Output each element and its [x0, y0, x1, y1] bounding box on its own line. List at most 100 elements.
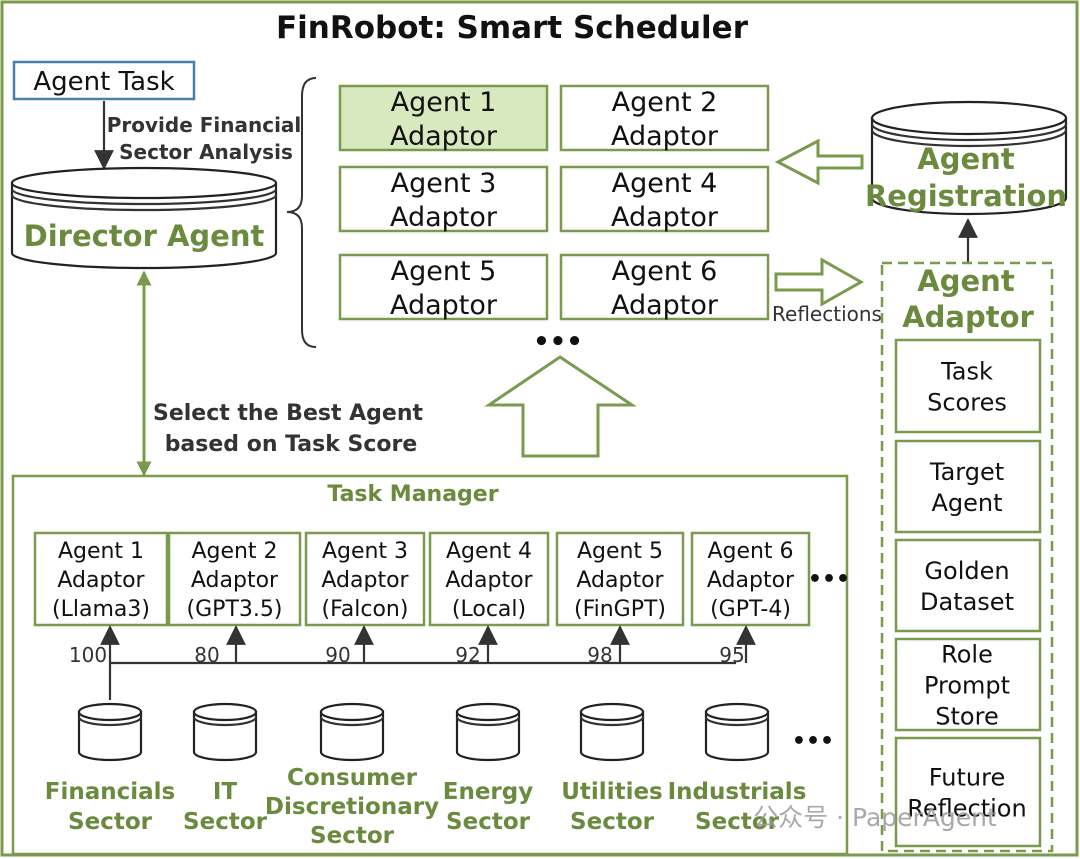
adaptor-grid-ellipsis: ••• [533, 327, 583, 357]
task-agent-line2: Adaptor [57, 568, 145, 593]
agent-score: 92 [455, 643, 480, 667]
adaptor-card [559, 84, 770, 152]
panel-item-text: Dataset [920, 588, 1014, 616]
select-label-line2: based on Task Score [165, 432, 418, 457]
panel-item-text: Store [935, 703, 998, 731]
agent-task-box [12, 60, 196, 101]
panel-item-text: Agent [931, 489, 1002, 517]
panel-item-text: Task [940, 358, 993, 386]
panel-item-text: Scores [927, 389, 1007, 417]
panel-item [894, 439, 1042, 534]
adaptor-card-line2: Adaptor [390, 202, 498, 233]
adaptor-card-line1: Agent 3 [391, 168, 497, 199]
provide-label-line1: Provide Financial [107, 113, 302, 137]
sector-db-icon [455, 702, 521, 762]
task-agent-model: (GPT3.5) [187, 597, 283, 622]
agent-score: 98 [587, 643, 612, 667]
sector-label: Utilities [561, 779, 663, 805]
agent-score: 80 [194, 643, 219, 667]
panel-item-text: Role [941, 641, 993, 669]
sector-label: Consumer [287, 765, 418, 791]
sector-label: Industrials [668, 779, 807, 805]
task-agent-line1: Agent 2 [191, 539, 277, 564]
sector-label: Sector [183, 809, 268, 835]
task-agent-model: (Falcon) [322, 597, 409, 622]
adaptor-card-line1: Agent 2 [612, 87, 718, 118]
task-agent-model: (Llama3) [52, 597, 150, 622]
task-agent-line1: Agent 6 [707, 539, 793, 564]
panel-item-text: Target [929, 458, 1004, 486]
adaptor-card-line2: Adaptor [611, 121, 719, 152]
adaptor-card [559, 165, 770, 233]
task-agent-model: (Local) [452, 597, 526, 622]
adaptor-card-line1: Agent 1 [391, 87, 497, 118]
adaptor-card-line1: Agent 5 [391, 256, 497, 287]
task-agent-card [33, 531, 169, 627]
adaptor-card-line1: Agent 4 [612, 168, 718, 199]
panel-item [894, 736, 1042, 848]
task-agent-line1: Agent 1 [58, 539, 144, 564]
task-manager-up-arrow [484, 355, 637, 458]
agent-adaptor-panel-title-2: Adaptor [902, 300, 1034, 334]
task-agent-line2: Adaptor [576, 568, 664, 593]
sector-db-icon [77, 702, 143, 762]
director-agent-label: Director Agent [24, 219, 265, 253]
provide-label-line2: Sector Analysis [119, 140, 293, 164]
registration-to-grid-arrow [774, 138, 864, 186]
task-agent-line1: Agent 4 [446, 539, 532, 564]
adaptor-card-line2: Adaptor [611, 202, 719, 233]
task-agent-card [690, 531, 811, 627]
panel-item-text: Future [929, 764, 1005, 792]
sector-label: Financials [45, 779, 175, 805]
adaptor-card [338, 253, 549, 321]
sector-label: Sector [68, 809, 153, 835]
sector-label: Discretionary [265, 794, 439, 820]
sector-label: Energy [443, 779, 533, 805]
agent-score: 90 [325, 643, 350, 667]
task-agent-card [167, 531, 302, 627]
agent-registration-label-2: Registration [865, 179, 1067, 213]
agent-adaptor-panel-title-1: Agent [917, 264, 1015, 298]
sector-db-icon [319, 702, 385, 762]
director-agent-db [10, 166, 278, 270]
reflections-label: Reflections [772, 302, 882, 326]
sector-db-icon [192, 702, 258, 762]
reflections-arrow [774, 257, 865, 307]
adaptor-card-line2: Adaptor [390, 290, 498, 321]
task-agent-line1: Agent 5 [577, 539, 663, 564]
adaptor-card [338, 84, 549, 152]
task-agent-card [428, 531, 550, 627]
agent-task-label: Agent Task [33, 67, 174, 97]
adaptor-card [559, 253, 770, 321]
panel-item-text: Prompt [924, 672, 1010, 700]
agent-registration-label-1: Agent [917, 142, 1015, 176]
sector-db-icon [579, 702, 645, 762]
task-agent-card [555, 531, 685, 627]
panel-item [894, 338, 1042, 434]
select-label-line1: Select the Best Agent [153, 401, 424, 426]
adaptor-card-line1: Agent 6 [612, 256, 718, 287]
task-agent-model: (GPT-4) [710, 597, 791, 622]
sector-label: Sector [695, 809, 780, 835]
task-agent-line1: Agent 3 [322, 539, 408, 564]
adaptor-card-line2: Adaptor [611, 290, 719, 321]
panel-item [894, 538, 1042, 633]
task-agent-line2: Adaptor [707, 568, 795, 593]
adaptor-card [338, 165, 549, 233]
sector-label: Sector [446, 809, 531, 835]
agent-score: 100 [69, 643, 107, 667]
diagram-title: FinRobot: Smart Scheduler [276, 10, 749, 46]
sector-label: IT [213, 779, 238, 805]
adaptor-group-brace [286, 77, 317, 348]
panel-item-text: Reflection [907, 795, 1026, 823]
adaptor-card-line2: Adaptor [390, 121, 498, 152]
agent-score: 95 [719, 643, 744, 667]
panel-item-text: Golden [924, 557, 1009, 585]
task-agent-model: (FinGPT) [574, 597, 666, 622]
sector-label: Sector [570, 809, 655, 835]
sector-ellipsis: ••• [792, 729, 834, 754]
sector-label: Sector [310, 823, 395, 849]
panel-item [894, 637, 1042, 732]
